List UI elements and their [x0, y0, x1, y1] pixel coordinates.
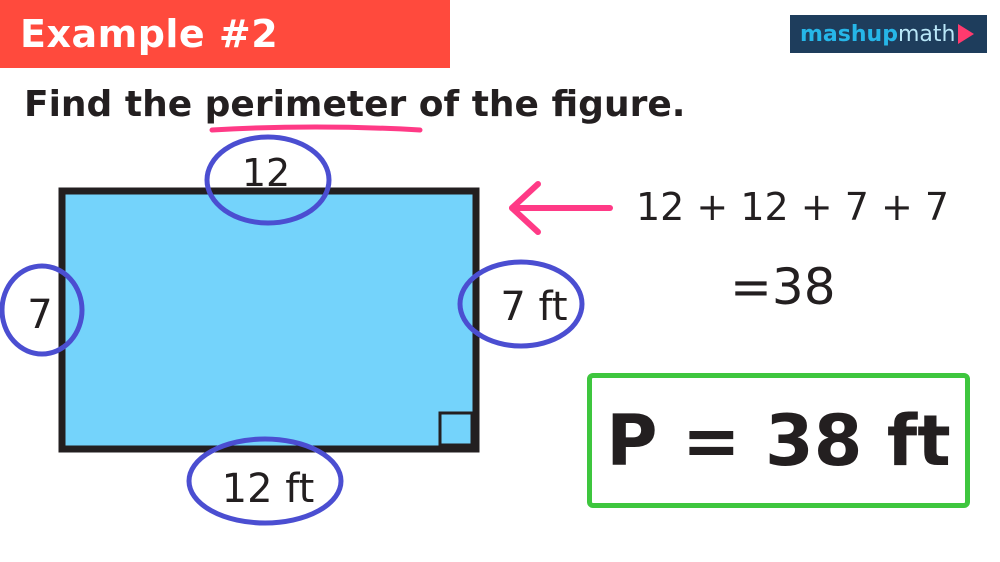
rectangle-figure — [58, 187, 480, 453]
circle-bottom — [186, 436, 344, 526]
circle-top — [204, 134, 332, 226]
sum-result: =38 — [730, 258, 836, 316]
arrow-icon — [509, 181, 613, 235]
label-right: 7 ft — [500, 284, 567, 330]
right-angle-mark — [438, 411, 474, 447]
label-bottom: 12 ft — [222, 466, 315, 512]
example-banner: Example #2 — [0, 0, 450, 68]
label-left: 7 — [27, 292, 52, 338]
question-prompt: Find the perimeter of the figure. — [24, 84, 685, 125]
logo-text-math: math — [897, 21, 956, 47]
play-icon — [958, 24, 975, 44]
logo-text-mashup: mashup — [800, 21, 898, 47]
keyword-underline — [209, 124, 423, 133]
circle-left — [0, 263, 85, 357]
label-top: 12 — [242, 151, 290, 195]
prompt-text-after: of the figure. — [406, 84, 686, 125]
example-title: Example #2 — [20, 12, 279, 56]
sum-expression: 12 + 12 + 7 + 7 — [636, 185, 950, 229]
answer-text: P = 38 ft — [606, 399, 951, 482]
prompt-keyword: perimeter — [204, 84, 407, 125]
prompt-text-before: Find the — [24, 84, 205, 125]
answer-box: P = 38 ft — [587, 373, 970, 508]
circle-right — [457, 259, 585, 349]
